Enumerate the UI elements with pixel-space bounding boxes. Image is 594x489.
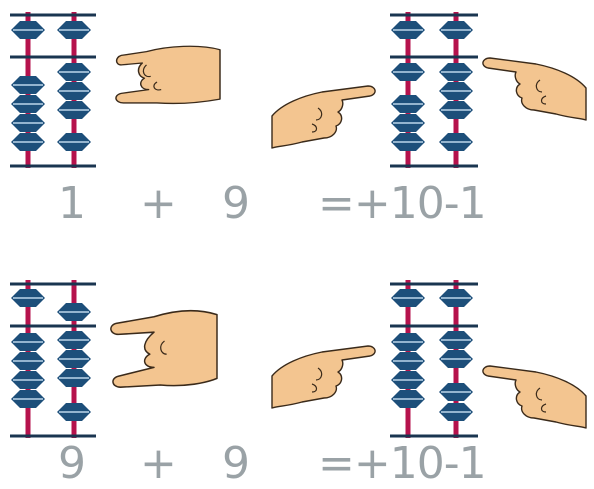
abacus-icon <box>10 12 96 168</box>
abacus-icon <box>10 280 96 438</box>
operand-1: 1 <box>58 182 85 226</box>
plus-sign: + <box>140 442 176 486</box>
result-expression: =+10-1 <box>318 182 486 226</box>
hand-pointing-icon <box>483 58 586 120</box>
plus-sign: + <box>140 182 176 226</box>
operand-1: 9 <box>58 442 85 486</box>
hand-pinch-icon <box>116 46 220 103</box>
hand-pointing-icon <box>272 346 375 408</box>
result-expression: =+10-1 <box>318 442 486 486</box>
operand-2: 9 <box>222 182 249 226</box>
hand-pinch-icon <box>111 311 217 388</box>
operand-2: 9 <box>222 442 249 486</box>
hand-pointing-icon <box>483 366 586 428</box>
hand-pointing-icon <box>272 86 375 148</box>
abacus-icon <box>390 280 478 438</box>
abacus-icon <box>390 12 478 168</box>
